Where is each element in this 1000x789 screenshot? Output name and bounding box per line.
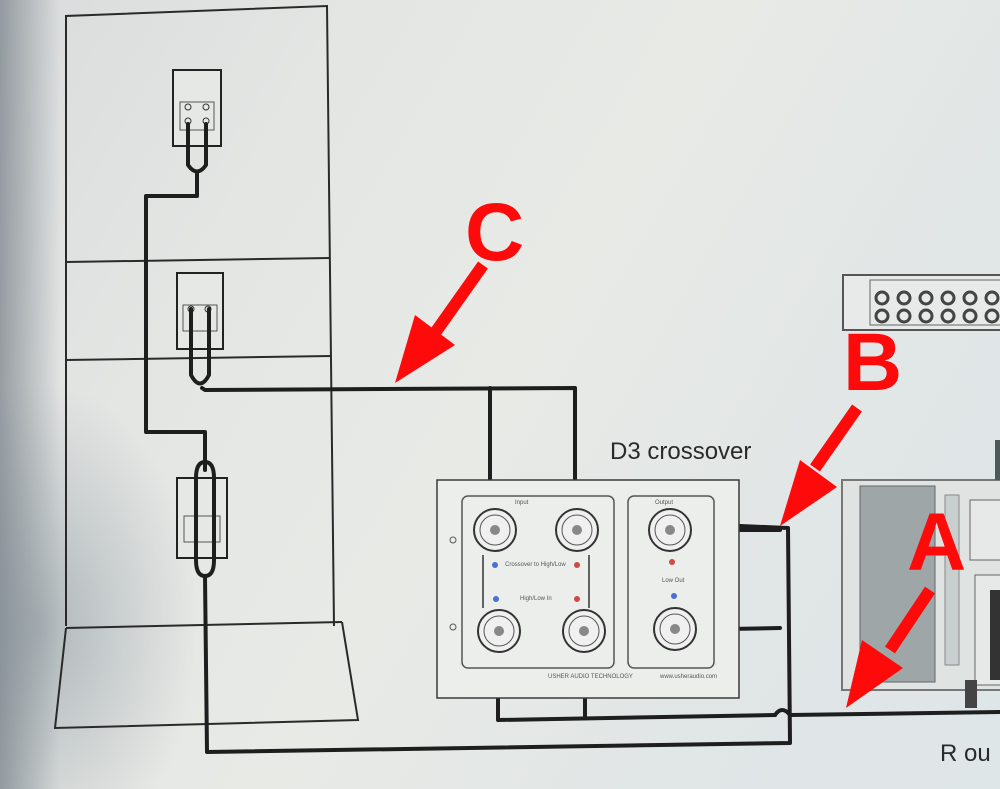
driver-top bbox=[172, 69, 222, 147]
speaker-cabinet bbox=[53, 4, 360, 730]
input-jack-top-right bbox=[555, 508, 599, 552]
output-jack-bottom bbox=[653, 607, 697, 651]
rca-connector-block bbox=[842, 274, 1000, 331]
wire-bottom-driver-loop bbox=[194, 460, 216, 578]
driver-bottom bbox=[176, 477, 228, 559]
input-jack-bottom-left bbox=[477, 609, 521, 653]
input-jack-top-left bbox=[473, 508, 517, 552]
panel-output-mid-label: Low Out bbox=[662, 578, 685, 584]
wire-a-to-amp bbox=[773, 708, 1000, 717]
wire-top-to-bottom bbox=[144, 172, 207, 472]
crossover-panel bbox=[436, 479, 740, 699]
cabinet-top-outline bbox=[65, 4, 335, 627]
driver-middle bbox=[176, 272, 224, 350]
cabinet-divider-1 bbox=[65, 257, 331, 263]
arrow-a bbox=[846, 586, 935, 708]
panel-footer-brand: USHER AUDIO TECHNOLOGY bbox=[548, 674, 633, 680]
annotation-letter-a: A bbox=[907, 497, 967, 588]
panel-footer-url: www.usheraudio.com bbox=[660, 674, 718, 680]
amp-output-label: R ou bbox=[940, 740, 991, 767]
output-jack-top bbox=[648, 508, 692, 552]
led-blue-2 bbox=[493, 596, 499, 602]
annotation-arrows bbox=[395, 261, 935, 708]
input-jack-bottom-right bbox=[562, 609, 606, 653]
panel-input-low-label: High/Low In bbox=[520, 596, 552, 602]
led-red-2 bbox=[574, 596, 580, 602]
annotation-letter-c: C bbox=[465, 187, 525, 278]
led-red-1 bbox=[574, 562, 580, 568]
panel-input-mid-label: Crossover to High/Low bbox=[505, 562, 566, 568]
arrow-b bbox=[780, 404, 862, 526]
crossover-title: D3 crossover bbox=[610, 438, 752, 465]
wire-middle-driver-loop bbox=[189, 307, 211, 386]
annotation-letter-b: B bbox=[843, 317, 903, 408]
wire-c-to-crossover-input bbox=[200, 386, 577, 522]
led-blue-3 bbox=[671, 593, 677, 599]
led-red-3 bbox=[669, 559, 675, 565]
cabinet-divider-2 bbox=[65, 355, 332, 361]
wire-top-driver-loop bbox=[186, 122, 208, 174]
panel-input-label: Input bbox=[515, 500, 529, 506]
wire-bottom-to-ground bbox=[203, 524, 792, 754]
panel-output-label: Output bbox=[655, 500, 674, 506]
led-blue-1 bbox=[492, 562, 498, 568]
arrow-c bbox=[395, 261, 488, 383]
